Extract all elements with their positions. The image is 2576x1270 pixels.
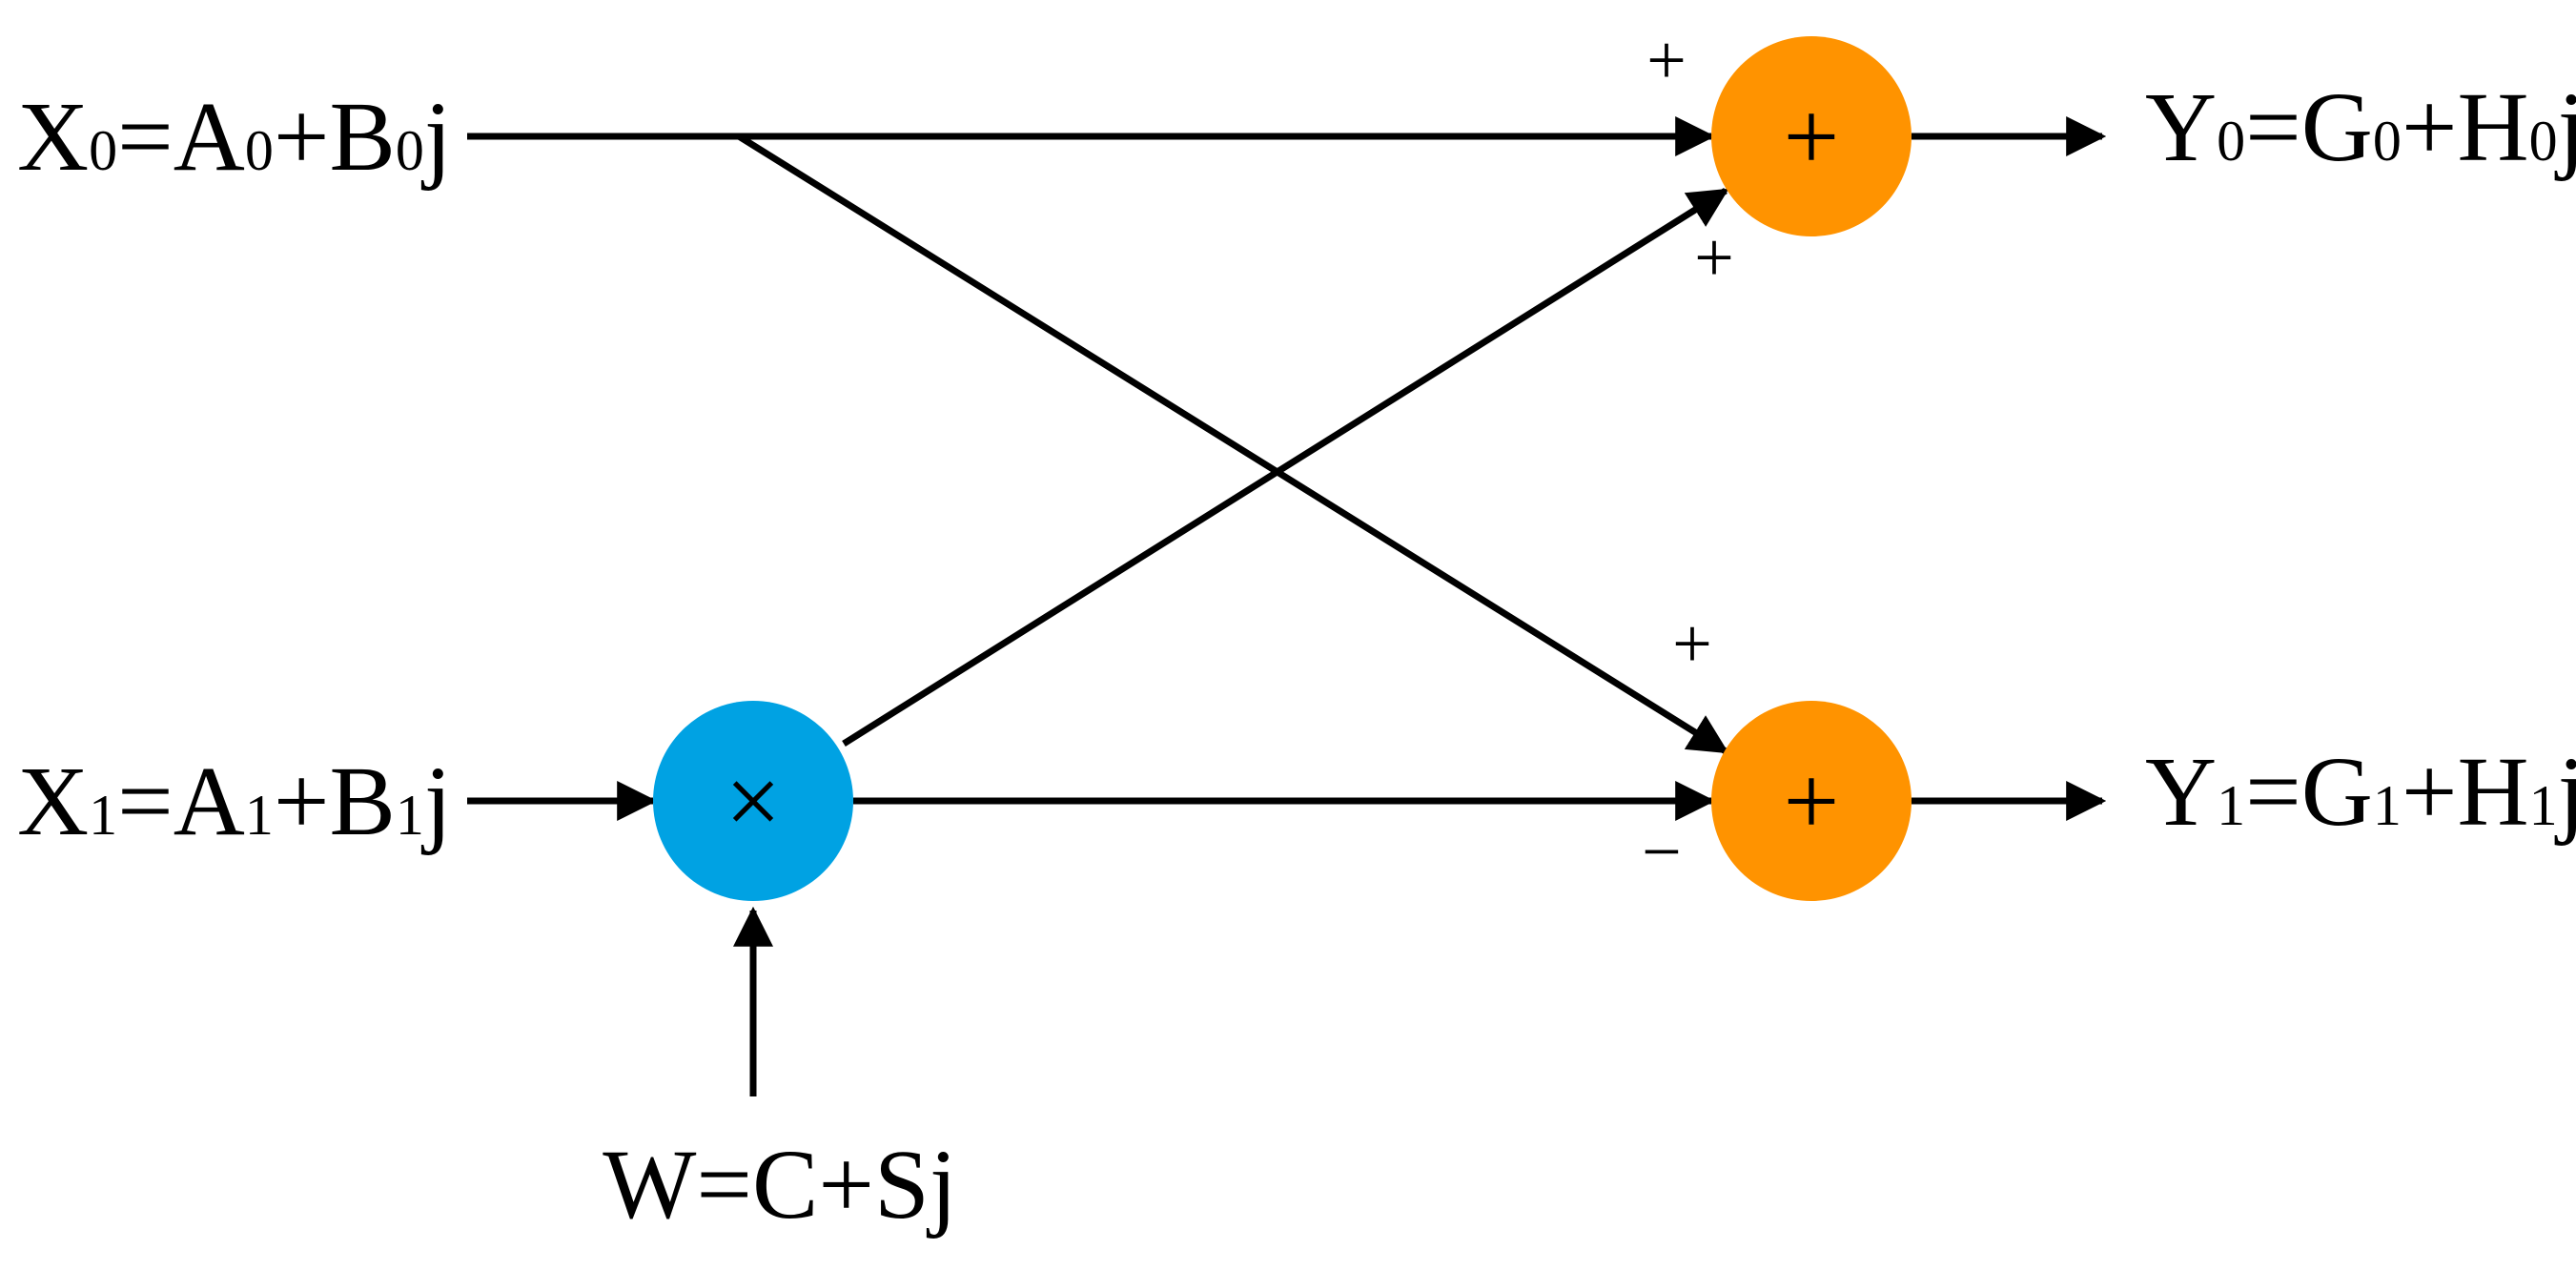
multiplier-circle (653, 701, 853, 901)
adder-bottom-node: + (1711, 701, 1912, 901)
adder-bottom-circle (1711, 701, 1912, 901)
wire-multiplier-to-top-adder (842, 188, 1729, 747)
label-x1: X1=A1+B1j (17, 747, 452, 856)
wire-x0-to-bottom-adder (737, 133, 1729, 754)
adder-top-node: + (1711, 36, 1912, 236)
adder-bottom-symbol: + (1784, 747, 1840, 856)
adder-top-symbol: + (1784, 82, 1840, 192)
multiplier-node: × (653, 701, 853, 901)
label-y1: Y1=G1+H1j (2145, 737, 2576, 847)
sign-bottom-adder-from-x0: + (1672, 605, 1712, 684)
label-x0: X0=A0+B0j (17, 82, 452, 192)
adder-top-circle (1711, 36, 1912, 236)
label-y0: Y0=G0+H0j (2145, 72, 2576, 182)
multiplier-symbol: × (726, 747, 782, 856)
sign-bottom-adder-from-multiplier: − (1642, 813, 1682, 891)
sign-top-adder-from-multiplier: + (1694, 219, 1734, 297)
sign-top-adder-from-x0: + (1646, 22, 1687, 100)
label-w: W=C+Sj (603, 1130, 957, 1239)
